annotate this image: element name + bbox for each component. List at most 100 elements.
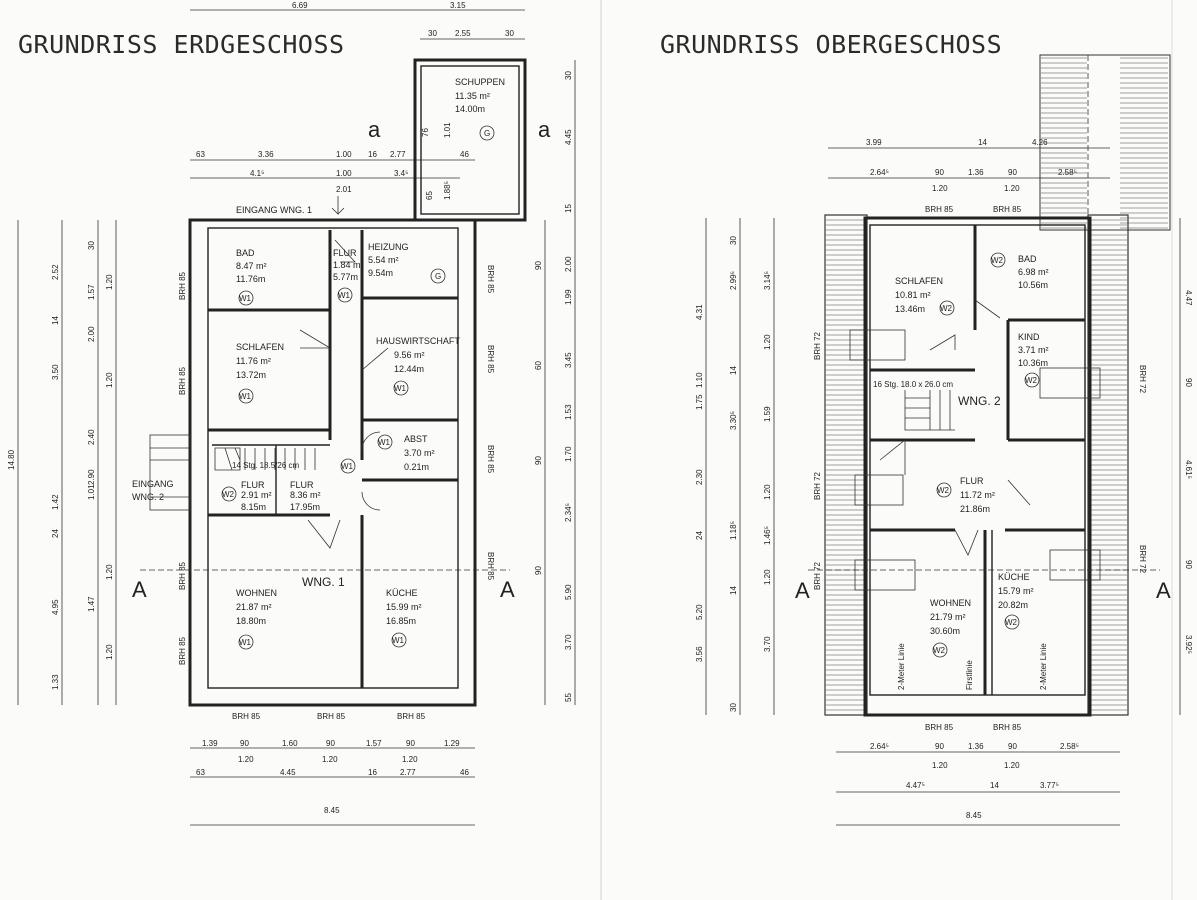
dim-u-bot2-b: 14	[990, 781, 999, 790]
dim-u-top1-b: 14	[978, 138, 987, 147]
brh-g-5: BRH 85	[486, 265, 495, 294]
room-g-heizung-name: HEIZUNG	[368, 242, 409, 252]
section-marker-u-right: A	[1156, 578, 1171, 603]
room-g-schuppen-area: 11.35 m²	[455, 91, 490, 101]
dim-g-left2-e: 2.90	[87, 469, 96, 485]
room-u-kind-name: KIND	[1018, 332, 1040, 342]
dim-u-top2b-a: 1.20	[932, 184, 948, 193]
dim-g-shed-b: 1.01	[443, 122, 452, 138]
dim-u-bot1-a: 2.64⁵	[870, 742, 889, 751]
room-g-flur2-tag: W2	[222, 490, 235, 499]
dim-u-top2-b: 90	[935, 168, 944, 177]
room-g-bad-area: 8.47 m²	[236, 261, 267, 271]
dim-g-left1-f: 4.95	[51, 599, 60, 615]
dim-g-bot1b-b: 1.20	[322, 755, 338, 764]
brh-u-3: BRH 85	[925, 723, 954, 732]
dim-u-left2-c: 14	[729, 366, 738, 375]
dim-u-left1-b: 1.75	[695, 394, 704, 410]
room-g-flur3-perim: 17.95m	[290, 502, 320, 512]
dim-g-top1-a: 6.69	[292, 1, 308, 10]
entrance-label-wng1: EINGANG WNG. 1	[236, 205, 312, 215]
title-upper-floor: GRUNDRISS OBERGESCHOSS	[660, 30, 1002, 59]
dim-g-bot1-e: 1.57	[366, 739, 382, 748]
dim-u-left1-e: 24	[695, 531, 704, 540]
ground-floor-plan: 6.69 3.15 30 2.55 30 63 3.36 1.00 16 2.7…	[7, 1, 576, 826]
dim-u-left3-f: 1.20	[763, 569, 772, 585]
dim-u-left3-c: 1.59	[763, 406, 772, 422]
dim-u-bot2-a: 4.47⁵	[906, 781, 925, 790]
dim-u-right-b: 90	[1184, 378, 1193, 387]
stair-u-label: 16 Stg. 18.0 x 26.0 cm	[873, 380, 953, 389]
dim-g-right1-h: 1.70	[564, 446, 573, 462]
room-g-bad-tag: W1	[239, 294, 252, 303]
brh-g-6: BRH 85	[486, 345, 495, 374]
section-marker-g-right: A	[500, 577, 515, 602]
dim-g-left1-b: 14	[51, 316, 60, 325]
dim-g-shed-a: 76	[421, 128, 430, 137]
dim-u-left1-d: 2.30	[695, 469, 704, 485]
upper-floor-stairs	[879, 390, 955, 475]
room-g-kueche-perim: 16.85m	[386, 616, 416, 626]
dim-g-left2-j: 1.20	[105, 564, 114, 580]
dim-u-left2-g: 30	[729, 703, 738, 712]
dim-g-top3-d: 16	[368, 150, 377, 159]
dim-g-top3-c: 1.00	[336, 150, 352, 159]
label-u-2m-line-right: 2-Meter Linie	[1039, 643, 1048, 690]
room-u-schlafen-perim: 13.46m	[895, 304, 925, 314]
room-u-wohnen-name: WOHNEN	[930, 598, 971, 608]
dim-g-right1-g: 1.53	[564, 404, 573, 420]
dim-g-right1-b: 4.45	[564, 129, 573, 145]
room-g-abst-perim: 0.21m	[404, 462, 429, 472]
dim-g-top3-b: 3.36	[258, 150, 274, 159]
dim-g-left1-d: 24	[51, 529, 60, 538]
room-u-bad-area: 6.98 m²	[1018, 267, 1049, 277]
room-g-flur2-name: FLUR	[241, 480, 265, 490]
room-g-hw-area: 9.56 m²	[394, 350, 425, 360]
brh-u-8: BRH 72	[1138, 365, 1147, 394]
room-g-schlafen-area: 11.76 m²	[236, 356, 271, 366]
dim-g-right2-b: 60	[534, 361, 543, 370]
dim-g-top2-c: 30	[505, 29, 514, 38]
dim-u-left3-g: 3.70	[763, 636, 772, 652]
dim-u-left3-a: 3.14⁵	[763, 271, 772, 290]
brh-u-2: BRH 85	[993, 205, 1022, 214]
room-g-abst-tag: W1	[378, 438, 391, 447]
brh-u-4: BRH 85	[993, 723, 1022, 732]
room-g-heizung-area: 5.54 m²	[368, 255, 399, 265]
room-u-flur-area: 11.72 m²	[960, 490, 995, 500]
brh-g-1: BRH 85	[178, 271, 187, 300]
dim-u-bot1b-b: 1.20	[1004, 761, 1020, 770]
dim-g-top3-f: 46	[460, 150, 469, 159]
room-g-flur3-tag: W1	[341, 462, 354, 471]
dim-u-bot1-e: 2.58⁵	[1060, 742, 1079, 751]
room-g-heizung-tag: G	[435, 272, 441, 281]
dim-g-right1-d: 2.00	[564, 256, 573, 272]
entrance-label-wng2-b: WNG. 2	[132, 492, 164, 502]
room-g-wohnen-name: WOHNEN	[236, 588, 277, 598]
room-u-kueche-name: KÜCHE	[998, 572, 1030, 582]
dim-g-shed-e: 1.88⁵	[443, 181, 452, 200]
room-g-wohnen-perim: 18.80m	[236, 616, 266, 626]
ground-floor-stairs	[214, 447, 316, 471]
room-u-wohnen-perim: 30.60m	[930, 626, 960, 636]
dim-u-right-a: 4.47	[1184, 290, 1193, 306]
room-u-flur-name: FLUR	[960, 476, 984, 486]
section-marker-g-left: A	[132, 577, 147, 602]
dim-g-right1-e: 1.99	[564, 289, 573, 305]
room-u-flur-perim: 21.86m	[960, 504, 990, 514]
dim-g-left2-b: 1.57	[87, 284, 96, 300]
room-u-bad-tag: W2	[991, 256, 1004, 265]
room-g-bad-perim: 11.76m	[236, 274, 265, 284]
dim-g-left1-g: 1.33	[51, 674, 60, 690]
upper-floor-plan: 3.99 14 4.26 2.64⁵ 90 1.36 90 2.58⁵ 1.20…	[695, 54, 1193, 826]
dim-u-top2-d: 90	[1008, 168, 1017, 177]
dim-g-left2-h: 1.20	[105, 274, 114, 290]
room-g-schuppen-name: SCHUPPEN	[455, 77, 505, 87]
dim-u-left3-e: 1.46⁵	[763, 526, 772, 545]
dim-g-top4-c: 3.4⁵	[394, 169, 408, 178]
room-g-kueche-tag: W1	[392, 636, 405, 645]
brh-g-2: BRH 85	[178, 366, 187, 395]
dim-u-left1-c: 1.10	[695, 372, 704, 388]
